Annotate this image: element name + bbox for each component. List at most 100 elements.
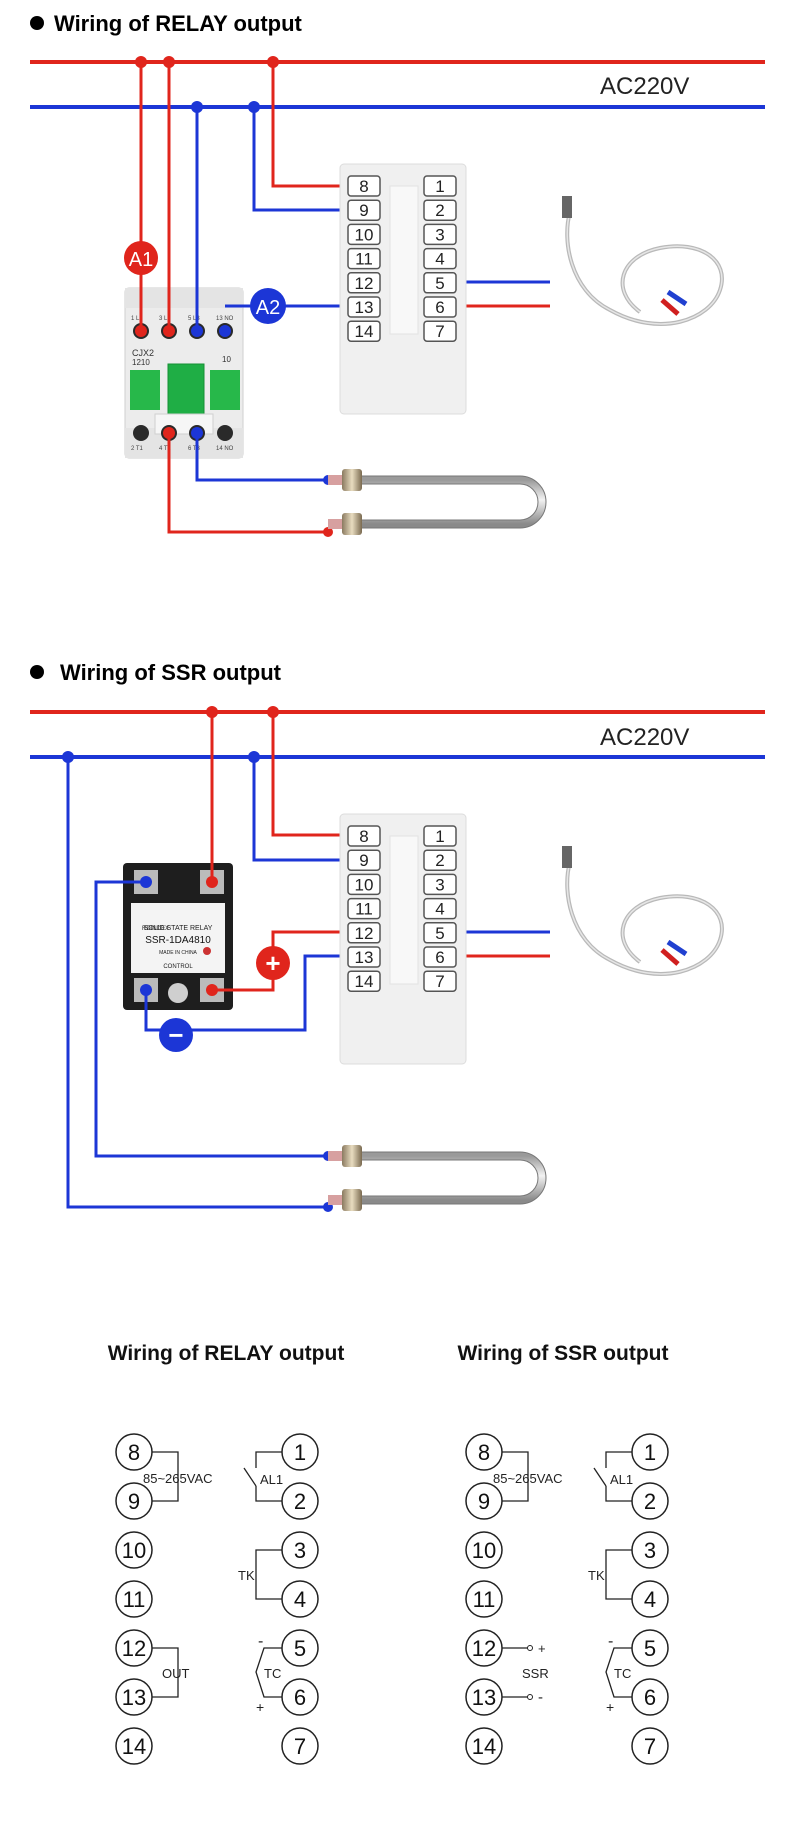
svg-text:OUT: OUT: [162, 1666, 190, 1681]
terminal-13: 13: [347, 946, 381, 968]
svg-text:3: 3: [644, 1538, 656, 1563]
svg-text:AL1: AL1: [260, 1472, 283, 1487]
svg-text:TK: TK: [588, 1568, 605, 1583]
svg-text:10: 10: [222, 355, 231, 364]
terminal-7: 7: [423, 970, 457, 992]
svg-text:A1: A1: [129, 249, 153, 271]
svg-text:6: 6: [435, 298, 444, 317]
ssr-live-dots: [206, 706, 279, 996]
terminal-1: 1: [423, 175, 457, 197]
svg-text:SSR-1DA4810: SSR-1DA4810: [145, 935, 211, 946]
contactor: CJX2 1210 10 1 L1 3 L2 5 L3 13 NO 2 T1 4…: [124, 287, 244, 459]
svg-text:9: 9: [359, 201, 368, 220]
schematic-terminal-14: [115, 1727, 153, 1765]
svg-text:3: 3: [294, 1538, 306, 1563]
terminal-6: 6: [423, 296, 457, 318]
svg-text:A2: A2: [256, 297, 280, 319]
svg-text:−: −: [168, 1020, 183, 1050]
ssr-module: SOLID STATE RELAY RDINDEX SSR-1DA4810 MA…: [123, 863, 233, 1010]
terminal-9: 9: [347, 199, 381, 221]
svg-text:8: 8: [128, 1440, 140, 1465]
svg-text:-: -: [608, 1633, 613, 1650]
svg-text:13: 13: [355, 298, 374, 317]
svg-text:4 T2: 4 T2: [159, 446, 172, 452]
thermocouple-probe: [562, 846, 722, 974]
svg-text:14: 14: [355, 322, 374, 341]
svg-text:9: 9: [128, 1489, 140, 1514]
heater-element: [328, 469, 542, 535]
svg-text:12: 12: [355, 924, 374, 943]
svg-text:-: -: [538, 1689, 543, 1706]
svg-text:6: 6: [435, 948, 444, 967]
svg-text:6 T3: 6 T3: [188, 446, 201, 452]
svg-text:14: 14: [355, 972, 374, 991]
svg-text:8: 8: [359, 177, 368, 196]
svg-text:13 NO: 13 NO: [216, 316, 234, 322]
a2-badge: [250, 288, 286, 324]
svg-text:CJX2: CJX2: [132, 348, 154, 358]
terminal-10: 10: [347, 223, 381, 246]
svg-text:4: 4: [294, 1587, 306, 1612]
svg-text:2: 2: [644, 1489, 656, 1514]
ssr-section: Wiring of SSR output AC220V SOLID STATE …: [30, 660, 765, 1212]
svg-text:AL1: AL1: [610, 1472, 633, 1487]
svg-text:1: 1: [644, 1440, 656, 1465]
plus-badge: [256, 946, 290, 980]
terminal-13: 13: [347, 296, 381, 318]
svg-text:1: 1: [435, 827, 444, 846]
svg-text:1: 1: [294, 1440, 306, 1465]
svg-text:10: 10: [355, 875, 374, 894]
svg-text:6: 6: [294, 1685, 306, 1710]
terminal-11: 11: [347, 897, 381, 920]
svg-text:14: 14: [122, 1734, 146, 1759]
schematic-terminal-10: [465, 1531, 503, 1569]
svg-text:14: 14: [472, 1734, 496, 1759]
svg-text:RDINDEX: RDINDEX: [142, 926, 169, 932]
svg-text:+: +: [256, 1699, 264, 1715]
svg-text:TK: TK: [238, 1568, 255, 1583]
svg-text:7: 7: [435, 972, 444, 991]
svg-text:11: 11: [473, 1587, 496, 1612]
svg-text:11: 11: [355, 250, 373, 269]
svg-text:7: 7: [294, 1734, 306, 1759]
svg-text:6: 6: [644, 1685, 656, 1710]
terminal-5: 5: [423, 922, 457, 944]
ssr-section-title: Wiring of SSR output: [60, 660, 282, 685]
relay-section: Wiring of RELAY output AC220V CJX2 1210 …: [30, 11, 765, 537]
terminal-4: 4: [423, 247, 457, 270]
svg-text:10: 10: [472, 1538, 496, 1563]
a1-badge: [124, 241, 158, 275]
terminal-3: 3: [423, 873, 457, 896]
ssr-neutral-wires: [66, 757, 550, 1209]
bullet-icon: [30, 665, 44, 679]
terminal-2: 2: [423, 199, 457, 221]
terminal-12: 12: [347, 922, 381, 944]
terminal-6: 6: [423, 946, 457, 968]
schematic-terminal-11: [115, 1580, 153, 1618]
svg-text:2: 2: [294, 1489, 306, 1514]
svg-text:85~265VAC: 85~265VAC: [493, 1471, 563, 1486]
svg-text:8: 8: [478, 1440, 490, 1465]
svg-text:10: 10: [122, 1538, 146, 1563]
svg-text:TC: TC: [614, 1666, 631, 1681]
svg-text:4: 4: [435, 900, 444, 919]
svg-text:1 L1: 1 L1: [131, 316, 143, 322]
svg-text:11: 11: [123, 1587, 146, 1612]
svg-text:+: +: [606, 1699, 614, 1715]
terminal-14: 14: [347, 320, 381, 342]
svg-text:7: 7: [644, 1734, 656, 1759]
svg-text:2: 2: [435, 851, 444, 870]
terminal-8: 8: [347, 175, 381, 197]
relay-schematic: Wiring of RELAY output891011121314123456…: [108, 1342, 345, 1765]
svg-text:12: 12: [122, 1636, 146, 1661]
svg-text:13: 13: [122, 1685, 146, 1710]
svg-text:+: +: [538, 1641, 546, 1656]
terminal-8: 8: [347, 825, 381, 847]
svg-text:14 NO: 14 NO: [216, 446, 234, 452]
terminal-14: 14: [347, 970, 381, 992]
schematic-title: Wiring of RELAY output: [108, 1342, 345, 1365]
minus-badge: [159, 1018, 193, 1052]
svg-text:SOLID STATE RELAY: SOLID STATE RELAY: [144, 925, 213, 932]
